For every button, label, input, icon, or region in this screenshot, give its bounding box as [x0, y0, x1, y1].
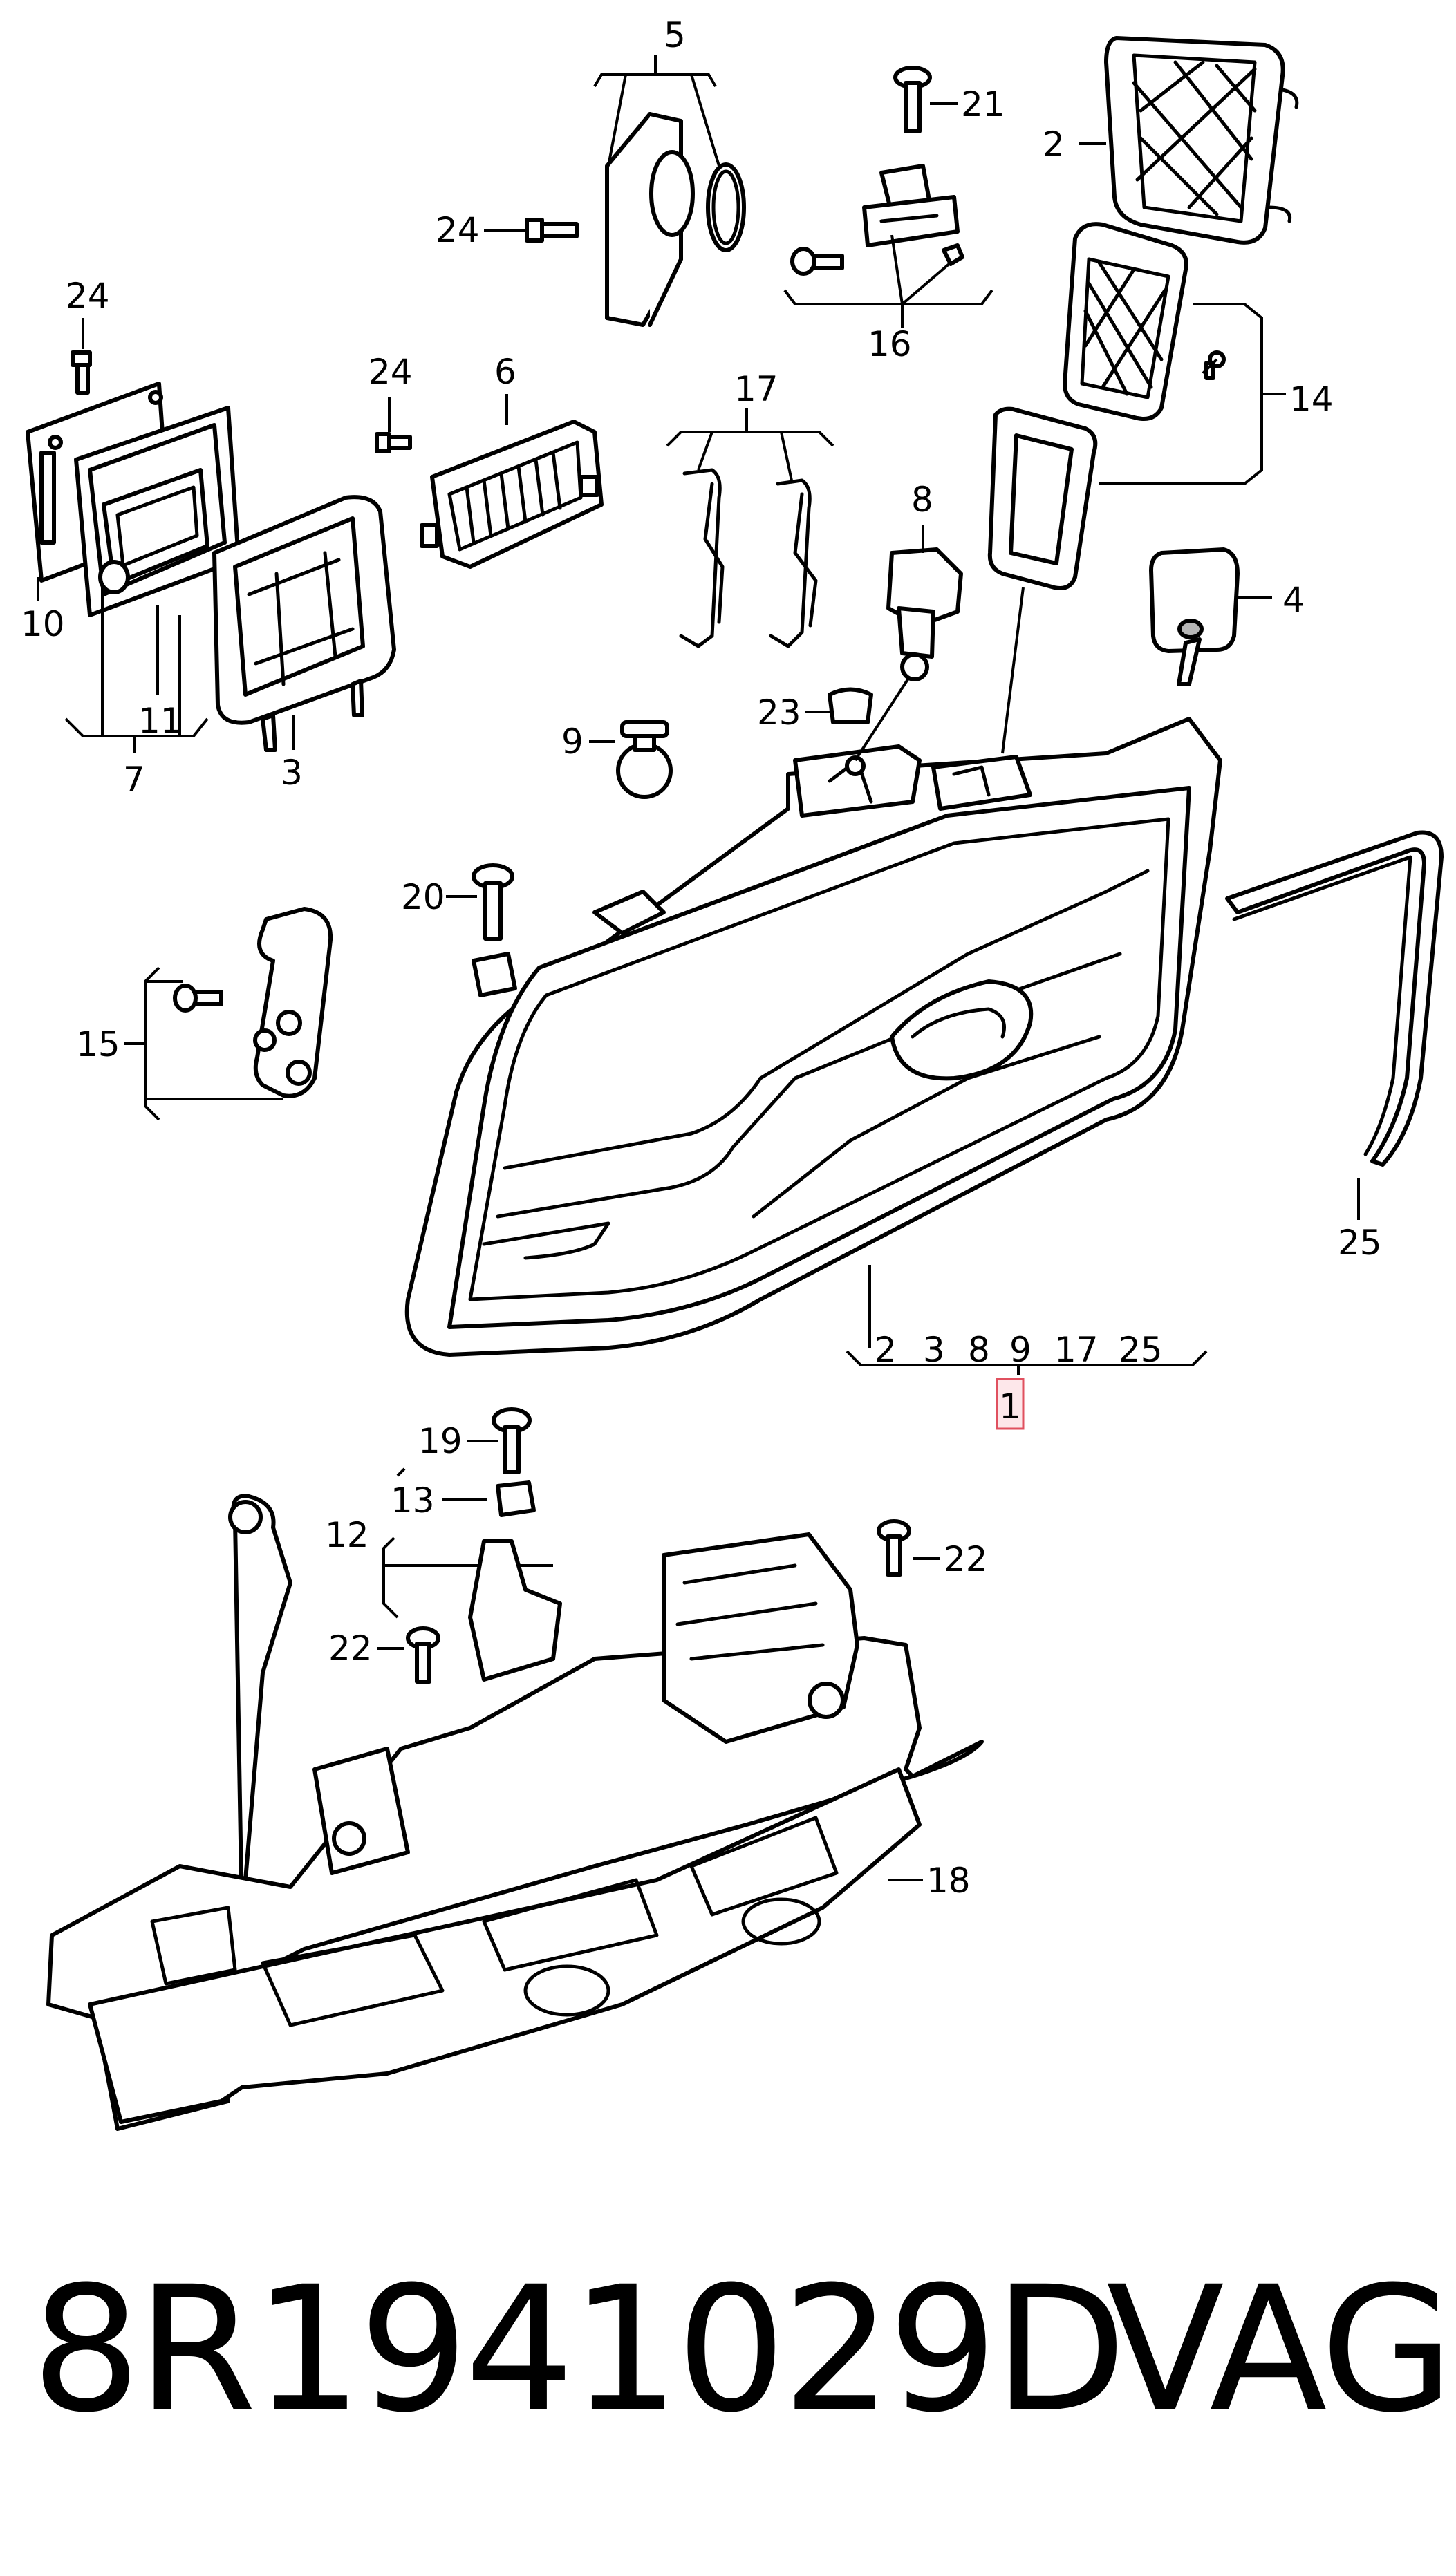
part-3-frame: [212, 495, 396, 752]
leader-15: [124, 966, 283, 1121]
callout-24c: 24: [66, 276, 110, 316]
callout-4: 4: [1282, 580, 1305, 620]
brand-label: VAG: [1106, 2249, 1454, 2450]
leader-12: [382, 1536, 553, 1619]
callout-18: 18: [926, 1861, 971, 1901]
leader-8-to-assembly: [854, 676, 911, 762]
callout-23: 23: [757, 693, 801, 733]
leader-1-assembly: [846, 1265, 1208, 1375]
part-13-clip-nut: [496, 1480, 536, 1517]
callout-14: 14: [1289, 379, 1334, 420]
part-7-igniter: [98, 468, 209, 594]
callout-1: 1: [999, 1386, 1021, 1427]
leader-14-to-assembly: [1001, 587, 1025, 754]
part-4-cap-plug: [1149, 547, 1240, 686]
part-6-control-unit: [420, 420, 604, 569]
leader-16: [783, 234, 993, 328]
leader-17: [666, 408, 834, 481]
callout-16: 16: [868, 324, 912, 364]
part-number-label: 8R1941029D: [31, 2249, 1127, 2450]
callout-6: 6: [494, 352, 516, 392]
callout-1-item-3: 3: [923, 1330, 945, 1370]
callout-13: 13: [391, 1480, 435, 1521]
callout-1-item-2: 2: [875, 1330, 897, 1370]
callout-24a: 24: [436, 210, 480, 250]
callout-15: 15: [76, 1024, 120, 1064]
part-25-seal-strip: [1225, 830, 1444, 1167]
part-20-screw: [472, 863, 517, 997]
callout-25: 25: [1338, 1223, 1382, 1263]
part-17-clips: [679, 468, 818, 648]
part-8-bulb-socket: [886, 547, 963, 681]
part-1-headlight-assembly: [404, 717, 1222, 1357]
callout-12: 12: [325, 1515, 369, 1555]
part-14-seal-frame: [987, 406, 1098, 590]
callout-1-item-17: 17: [1054, 1330, 1099, 1370]
part-23-cap: [828, 687, 873, 724]
callout-9: 9: [561, 722, 584, 762]
part-21-screw: [893, 66, 932, 133]
part-18-carrier-bracket: [46, 1494, 984, 2131]
part-24-screw-c: [71, 350, 92, 395]
part-19-screw: [492, 1407, 532, 1474]
callout-22a: 22: [328, 1628, 373, 1668]
callout-17: 17: [734, 369, 778, 409]
part-24-screw-a: [525, 218, 579, 243]
callout-22b: 22: [944, 1539, 988, 1579]
callout-1-highlight: [996, 1378, 1025, 1430]
leader-7: [64, 587, 209, 753]
part-9-bulb: [616, 720, 673, 799]
callout-20: 20: [401, 877, 445, 917]
callout-1-item-8: 8: [968, 1330, 990, 1370]
part-16-bracket: [790, 164, 964, 276]
part-2-mesh-cover: [1104, 36, 1299, 245]
part-5-bulb-holder: [605, 112, 746, 327]
part-14-mesh-gasket: [1063, 222, 1226, 421]
callout-3: 3: [281, 753, 303, 793]
leader-5: [593, 55, 720, 167]
callout-19: 19: [418, 1421, 463, 1461]
part-22-screw-a: [406, 1626, 440, 1684]
callout-8: 8: [911, 480, 933, 520]
callout-5: 5: [664, 15, 686, 55]
callout-10: 10: [21, 604, 65, 644]
callout-2: 2: [1043, 124, 1065, 164]
callout-1-item-9: 9: [1009, 1330, 1032, 1370]
part-24-screw-b: [375, 432, 412, 453]
part-15-bracket: [173, 907, 333, 1098]
callout-7: 7: [123, 760, 145, 800]
part-22-screw-b: [877, 1519, 911, 1577]
callout-21: 21: [961, 84, 1005, 124]
callout-24b: 24: [368, 352, 413, 392]
callout-11: 11: [138, 701, 183, 741]
leader-13: [396, 1467, 487, 1501]
callout-1-item-25: 25: [1119, 1330, 1163, 1370]
leader-14: [1099, 303, 1286, 485]
